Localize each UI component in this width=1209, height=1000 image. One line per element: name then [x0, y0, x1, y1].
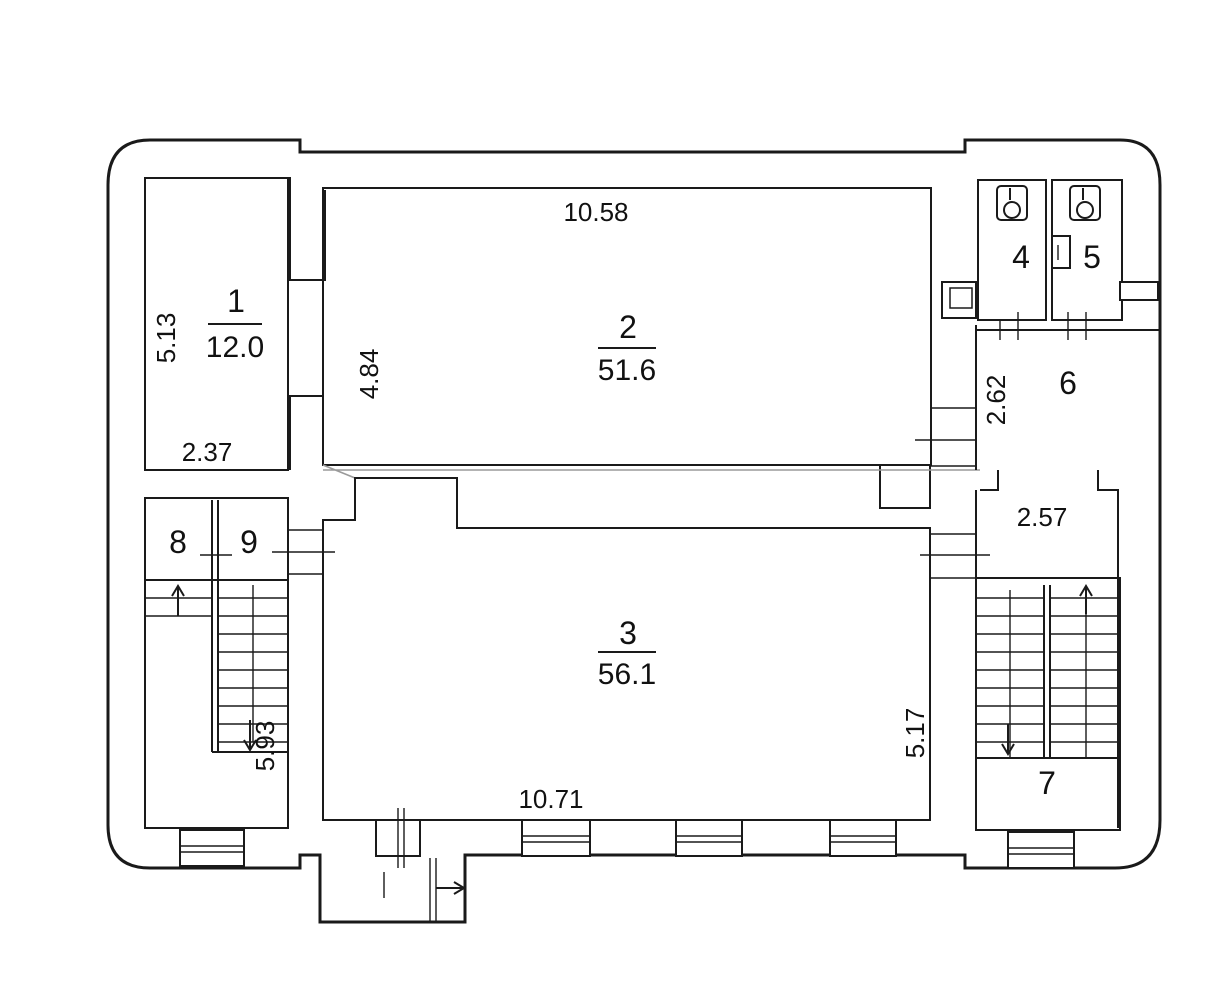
- room-1-area: 12.0: [206, 331, 264, 364]
- dim-room2-width: 10.58: [563, 197, 628, 227]
- window: [179, 829, 245, 867]
- door-3-6: [920, 533, 990, 579]
- room-5-number: 5: [1083, 239, 1101, 275]
- door-9-3: [272, 529, 335, 575]
- dim-room3-height: 5.17: [900, 708, 930, 759]
- room-3-number: 3: [619, 615, 637, 651]
- stair-7-top-wall: [980, 470, 1119, 828]
- entrance-door: [375, 808, 437, 922]
- dim-room2-height: 4.84: [354, 349, 384, 400]
- room-9-number: 9: [240, 524, 258, 560]
- room-7-number: 7: [1038, 765, 1056, 801]
- sink-icon: [1051, 235, 1071, 269]
- door-2-6: [915, 407, 976, 467]
- stair-up-arrow-right: [1079, 584, 1093, 614]
- partition-1-2-upper: [289, 180, 326, 281]
- window: [829, 819, 897, 857]
- room-3-area: 56.1: [598, 658, 656, 691]
- room-2-area: 51.6: [598, 354, 656, 387]
- stair-up-arrow-left: [171, 584, 185, 616]
- dim-corridor-height: 2.62: [981, 375, 1011, 426]
- dim-corridor-width: 2.57: [1017, 502, 1068, 532]
- sink-basin: [949, 287, 973, 309]
- toilet-icon: [1069, 185, 1101, 221]
- right-stair-treads: [976, 590, 1118, 758]
- toilet-icon: [996, 185, 1028, 221]
- room-6-number: 6: [1059, 365, 1077, 401]
- corridor-6-niche: [1119, 281, 1159, 301]
- room-2-notch: [879, 465, 931, 509]
- room-4-number: 4: [1012, 239, 1030, 275]
- window: [675, 819, 743, 857]
- window: [1007, 831, 1075, 869]
- dim-room3-width: 10.71: [518, 784, 583, 814]
- room-8-9-block: [144, 497, 289, 829]
- room-7: [975, 577, 1121, 831]
- room-8-number: 8: [169, 524, 187, 560]
- corridor-lines: [322, 464, 980, 479]
- room-2: [322, 187, 932, 466]
- window: [521, 819, 591, 857]
- room-1-number: 1: [227, 283, 245, 319]
- stair-down-arrow-left: [243, 720, 257, 752]
- room-2-number: 2: [619, 309, 637, 345]
- stair-down-arrow-right: [1001, 724, 1015, 756]
- dim-room1-height: 5.13: [151, 313, 181, 364]
- wc-doors: [999, 312, 1087, 340]
- dim-stair-left-height: 5.93: [250, 721, 280, 772]
- entrance-arrow: [436, 881, 466, 895]
- partition-1-2-lower: [289, 395, 324, 470]
- left-stair-treads: [145, 585, 288, 743]
- dim-room1-width: 2.37: [182, 437, 233, 467]
